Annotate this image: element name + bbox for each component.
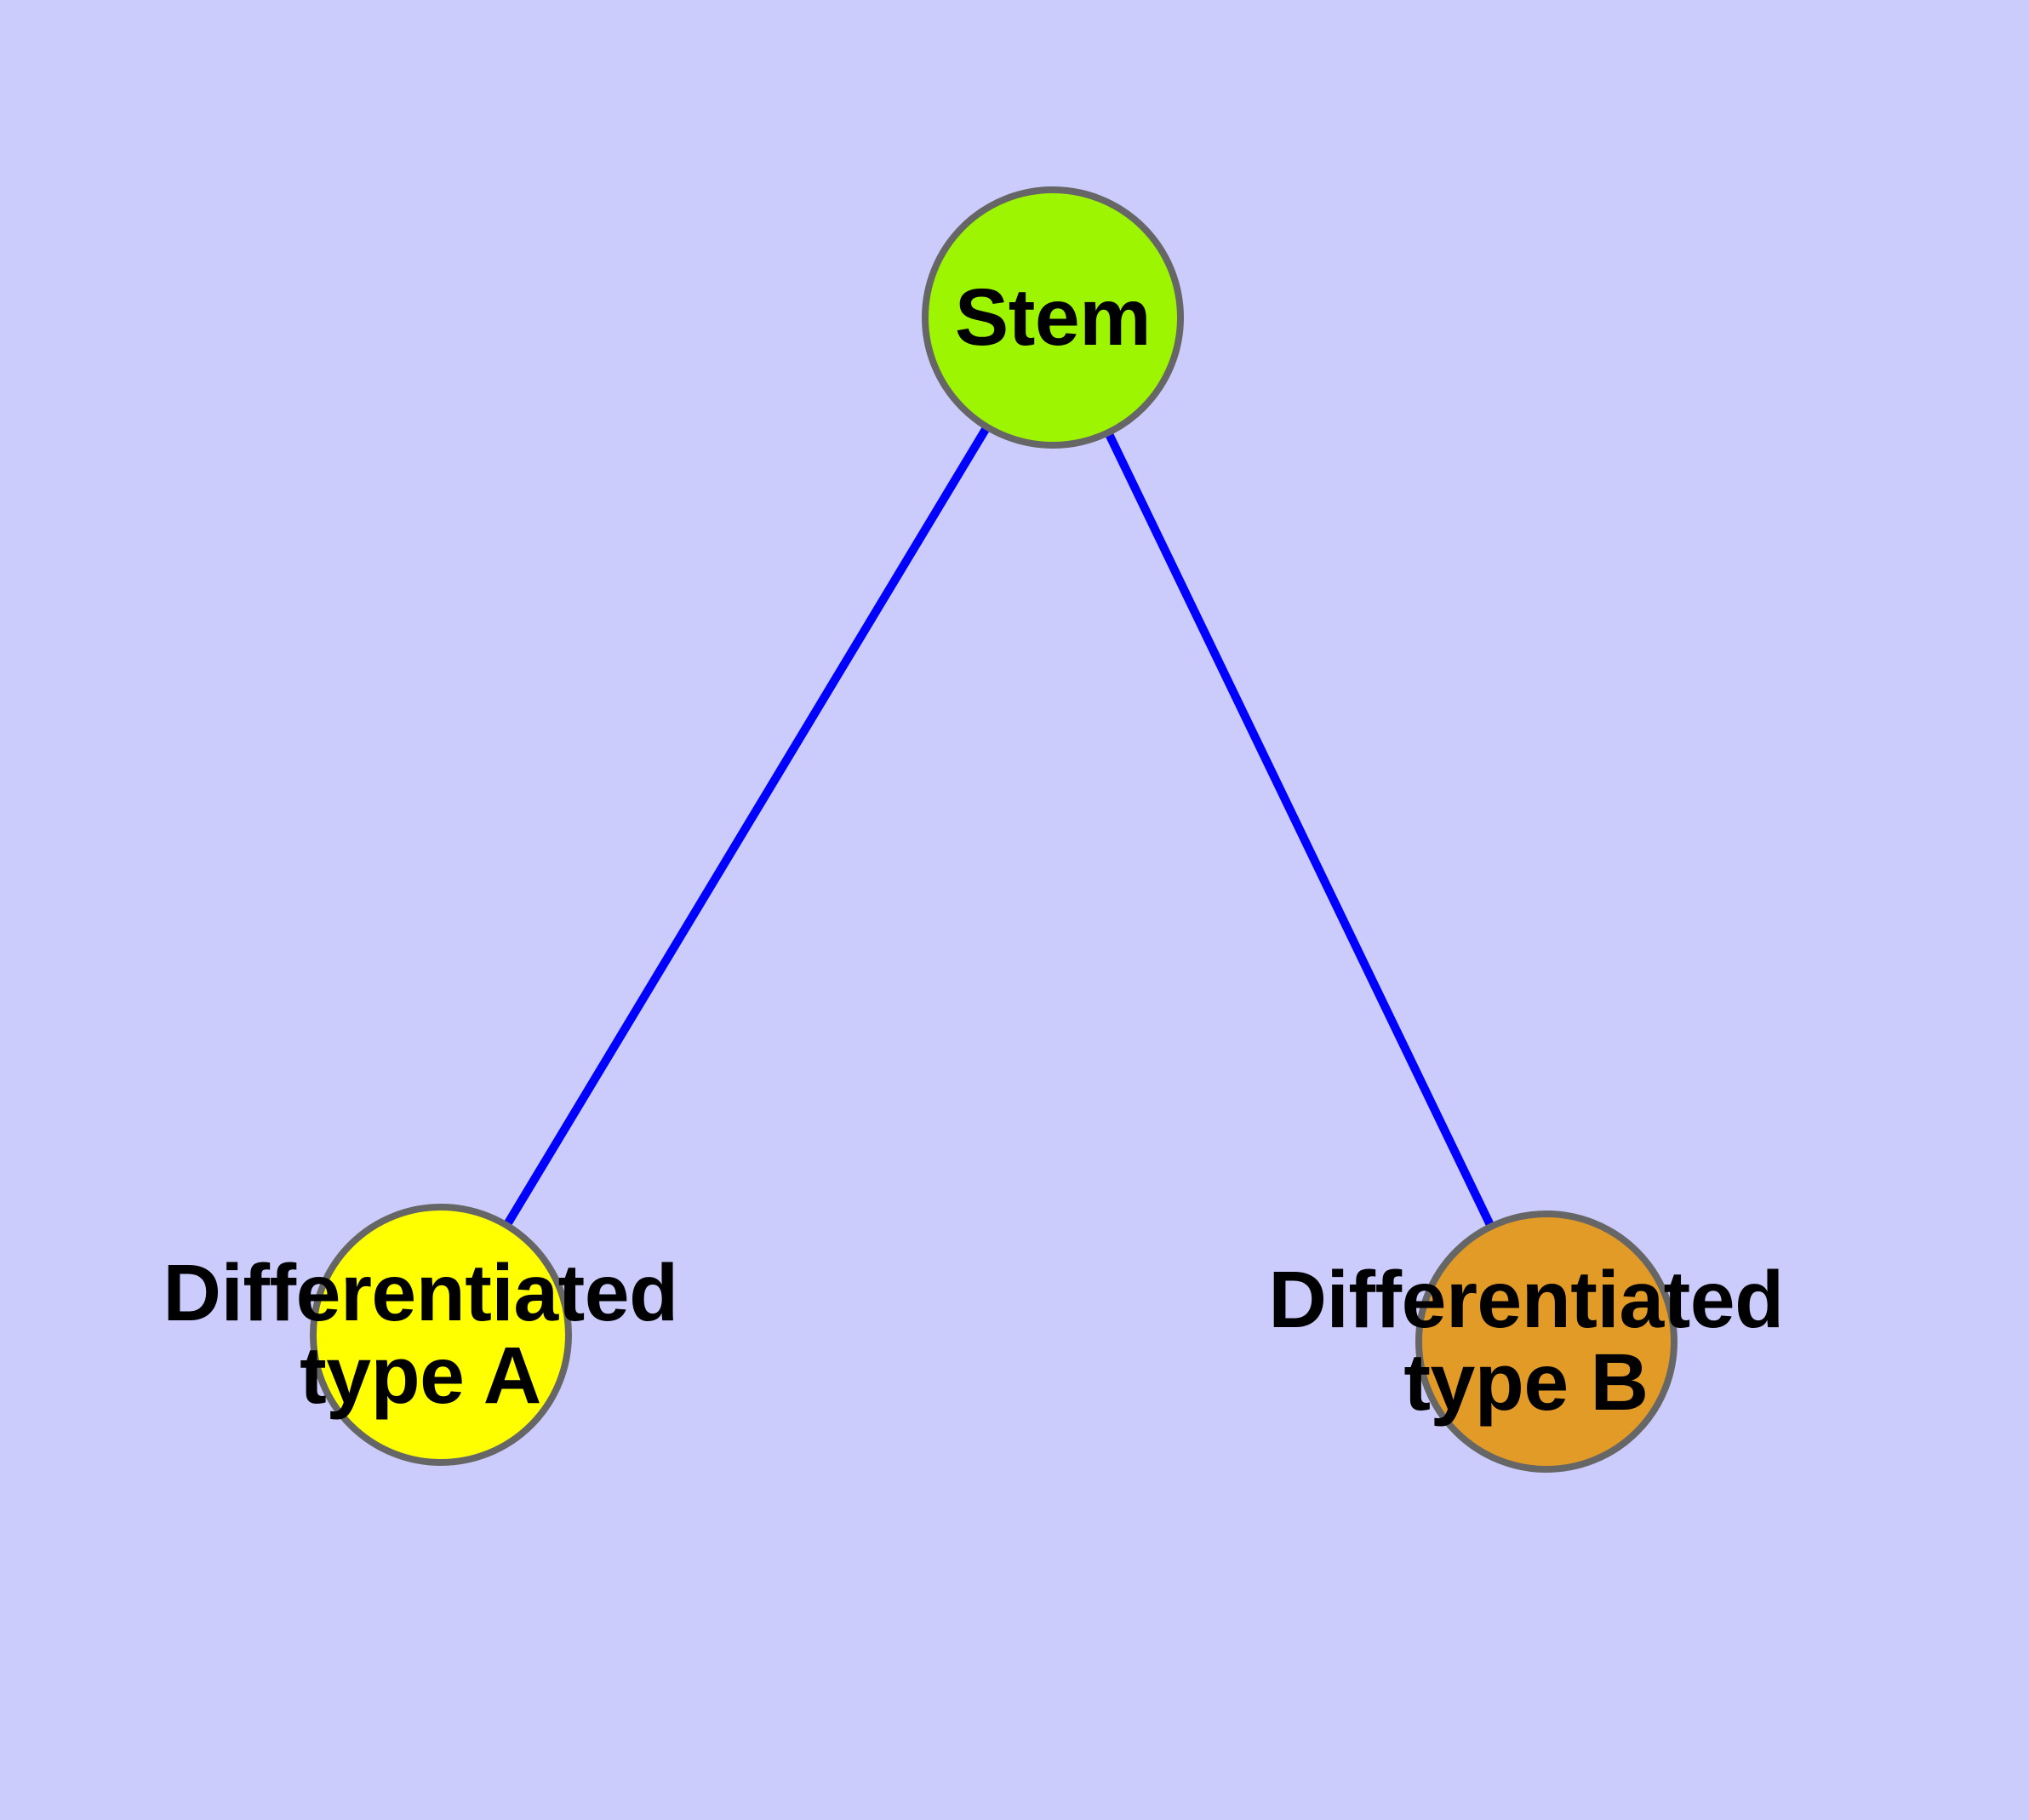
node-stem[interactable] (922, 186, 1184, 449)
edge-stem-to-differentiated-type-b (1049, 315, 1551, 1344)
node-label-differentiated-type-b: Differentiated type B (1268, 1255, 1784, 1428)
node-differentiated-type-a[interactable] (310, 1204, 572, 1466)
edge-stem-to-differentiated-type-a (437, 315, 1057, 1337)
node-label-differentiated-type-a: Differentiated type A (163, 1248, 678, 1421)
node-label-stem: Stem (954, 272, 1152, 363)
node-differentiated-type-b[interactable] (1415, 1210, 1677, 1473)
